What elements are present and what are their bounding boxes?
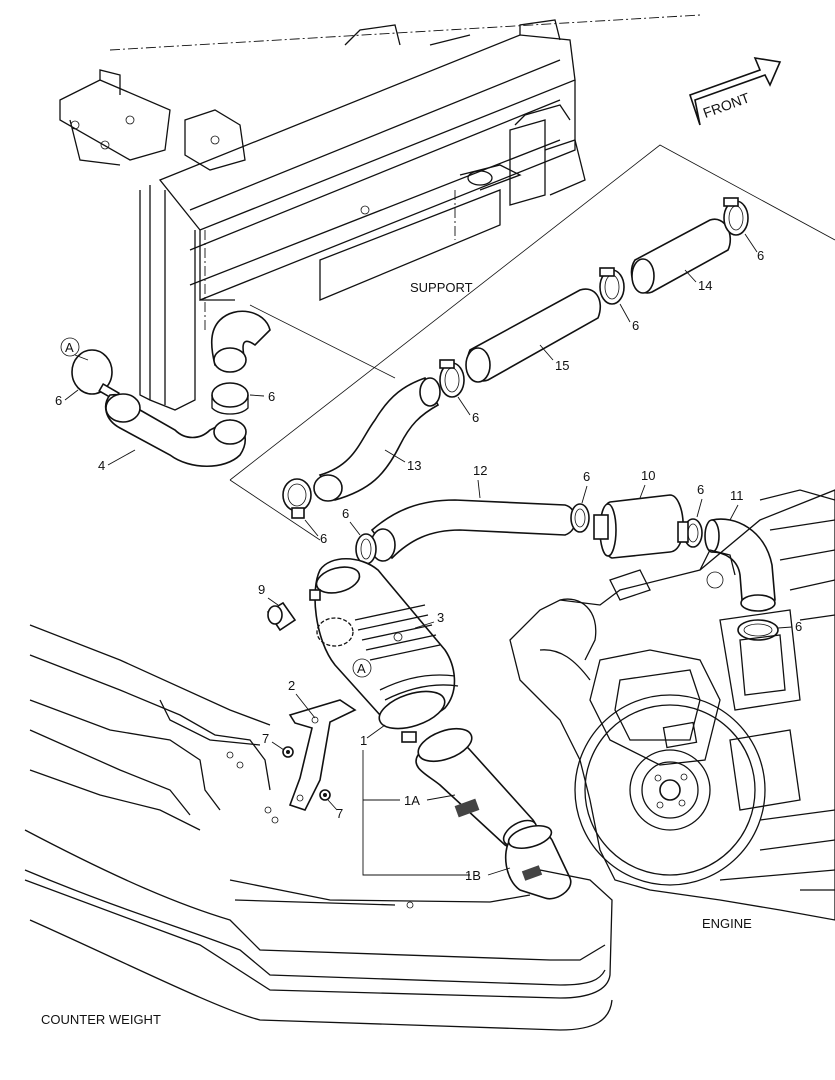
callout-13: 13 xyxy=(407,458,421,473)
support-frame xyxy=(59,14,701,411)
hose-14 xyxy=(630,218,732,294)
callout-11: 11 xyxy=(730,488,744,503)
callout-1: 1 xyxy=(360,733,367,748)
callout-6-10-11: 6 xyxy=(697,482,704,497)
callout-6-hose14: 6 xyxy=(632,318,639,333)
ref-a-filter: A xyxy=(357,661,366,676)
front-arrow: FRONT xyxy=(688,56,782,126)
elbow-11 xyxy=(704,518,776,612)
engine xyxy=(509,489,835,921)
hose-13 xyxy=(313,377,441,502)
callout-12: 12 xyxy=(473,463,487,478)
ref-a-top: A xyxy=(65,340,74,355)
callout-7-upper: 7 xyxy=(262,731,269,746)
hose-12 xyxy=(370,499,577,562)
callout-4: 4 xyxy=(98,458,105,473)
clamp-6-13-15 xyxy=(439,359,465,398)
callout-6-elbow: 6 xyxy=(268,389,275,404)
callout-6-hose12-left: 6 xyxy=(342,506,349,521)
hose-15 xyxy=(465,288,602,383)
ref-a-marker-filter xyxy=(352,658,372,678)
callout-1a: 1A xyxy=(404,793,420,808)
callout-6-top-right: 6 xyxy=(757,248,764,263)
counter-weight-label: COUNTER WEIGHT xyxy=(41,1012,161,1027)
callout-15: 15 xyxy=(555,358,569,373)
callout-6-hose13: 6 xyxy=(320,531,327,546)
callout-1b: 1B xyxy=(465,868,481,883)
clamp-6-10-11 xyxy=(677,518,703,548)
support-label: SUPPORT xyxy=(410,280,473,295)
clamp-6-top-right xyxy=(723,197,749,236)
bolt-7-upper xyxy=(282,746,294,758)
clamp-6-15-14 xyxy=(599,267,625,305)
bolt-7-lower xyxy=(319,789,331,801)
clamp-6-hose13 xyxy=(282,478,312,519)
hose-4-assembly xyxy=(71,349,247,468)
ref-a-marker-top xyxy=(60,337,80,357)
cap-9 xyxy=(266,601,297,632)
counter-weight xyxy=(24,624,613,1031)
callout-3: 3 xyxy=(437,610,444,625)
safety-element-1b xyxy=(504,824,572,900)
callout-7-lower: 7 xyxy=(336,806,343,821)
callout-14: 14 xyxy=(698,278,712,293)
callout-6-clamp-a: 6 xyxy=(55,393,62,408)
connector-10 xyxy=(593,494,684,559)
callout-10: 10 xyxy=(641,468,655,483)
engine-label: ENGINE xyxy=(702,916,752,931)
clamp-6-12-10 xyxy=(570,503,590,533)
callout-2: 2 xyxy=(288,678,295,693)
elbow-under-support xyxy=(210,310,271,415)
callout-6-hose15: 6 xyxy=(472,410,479,425)
callout-6-elbow11: 6 xyxy=(795,619,802,634)
support-detail-box xyxy=(229,144,835,481)
callout-9: 9 xyxy=(258,582,265,597)
air-filter-housing-1 xyxy=(309,558,459,743)
bracket-2 xyxy=(288,699,357,811)
clamp-6-elbow11 xyxy=(737,619,779,641)
callout-6-12-10: 6 xyxy=(583,469,590,484)
